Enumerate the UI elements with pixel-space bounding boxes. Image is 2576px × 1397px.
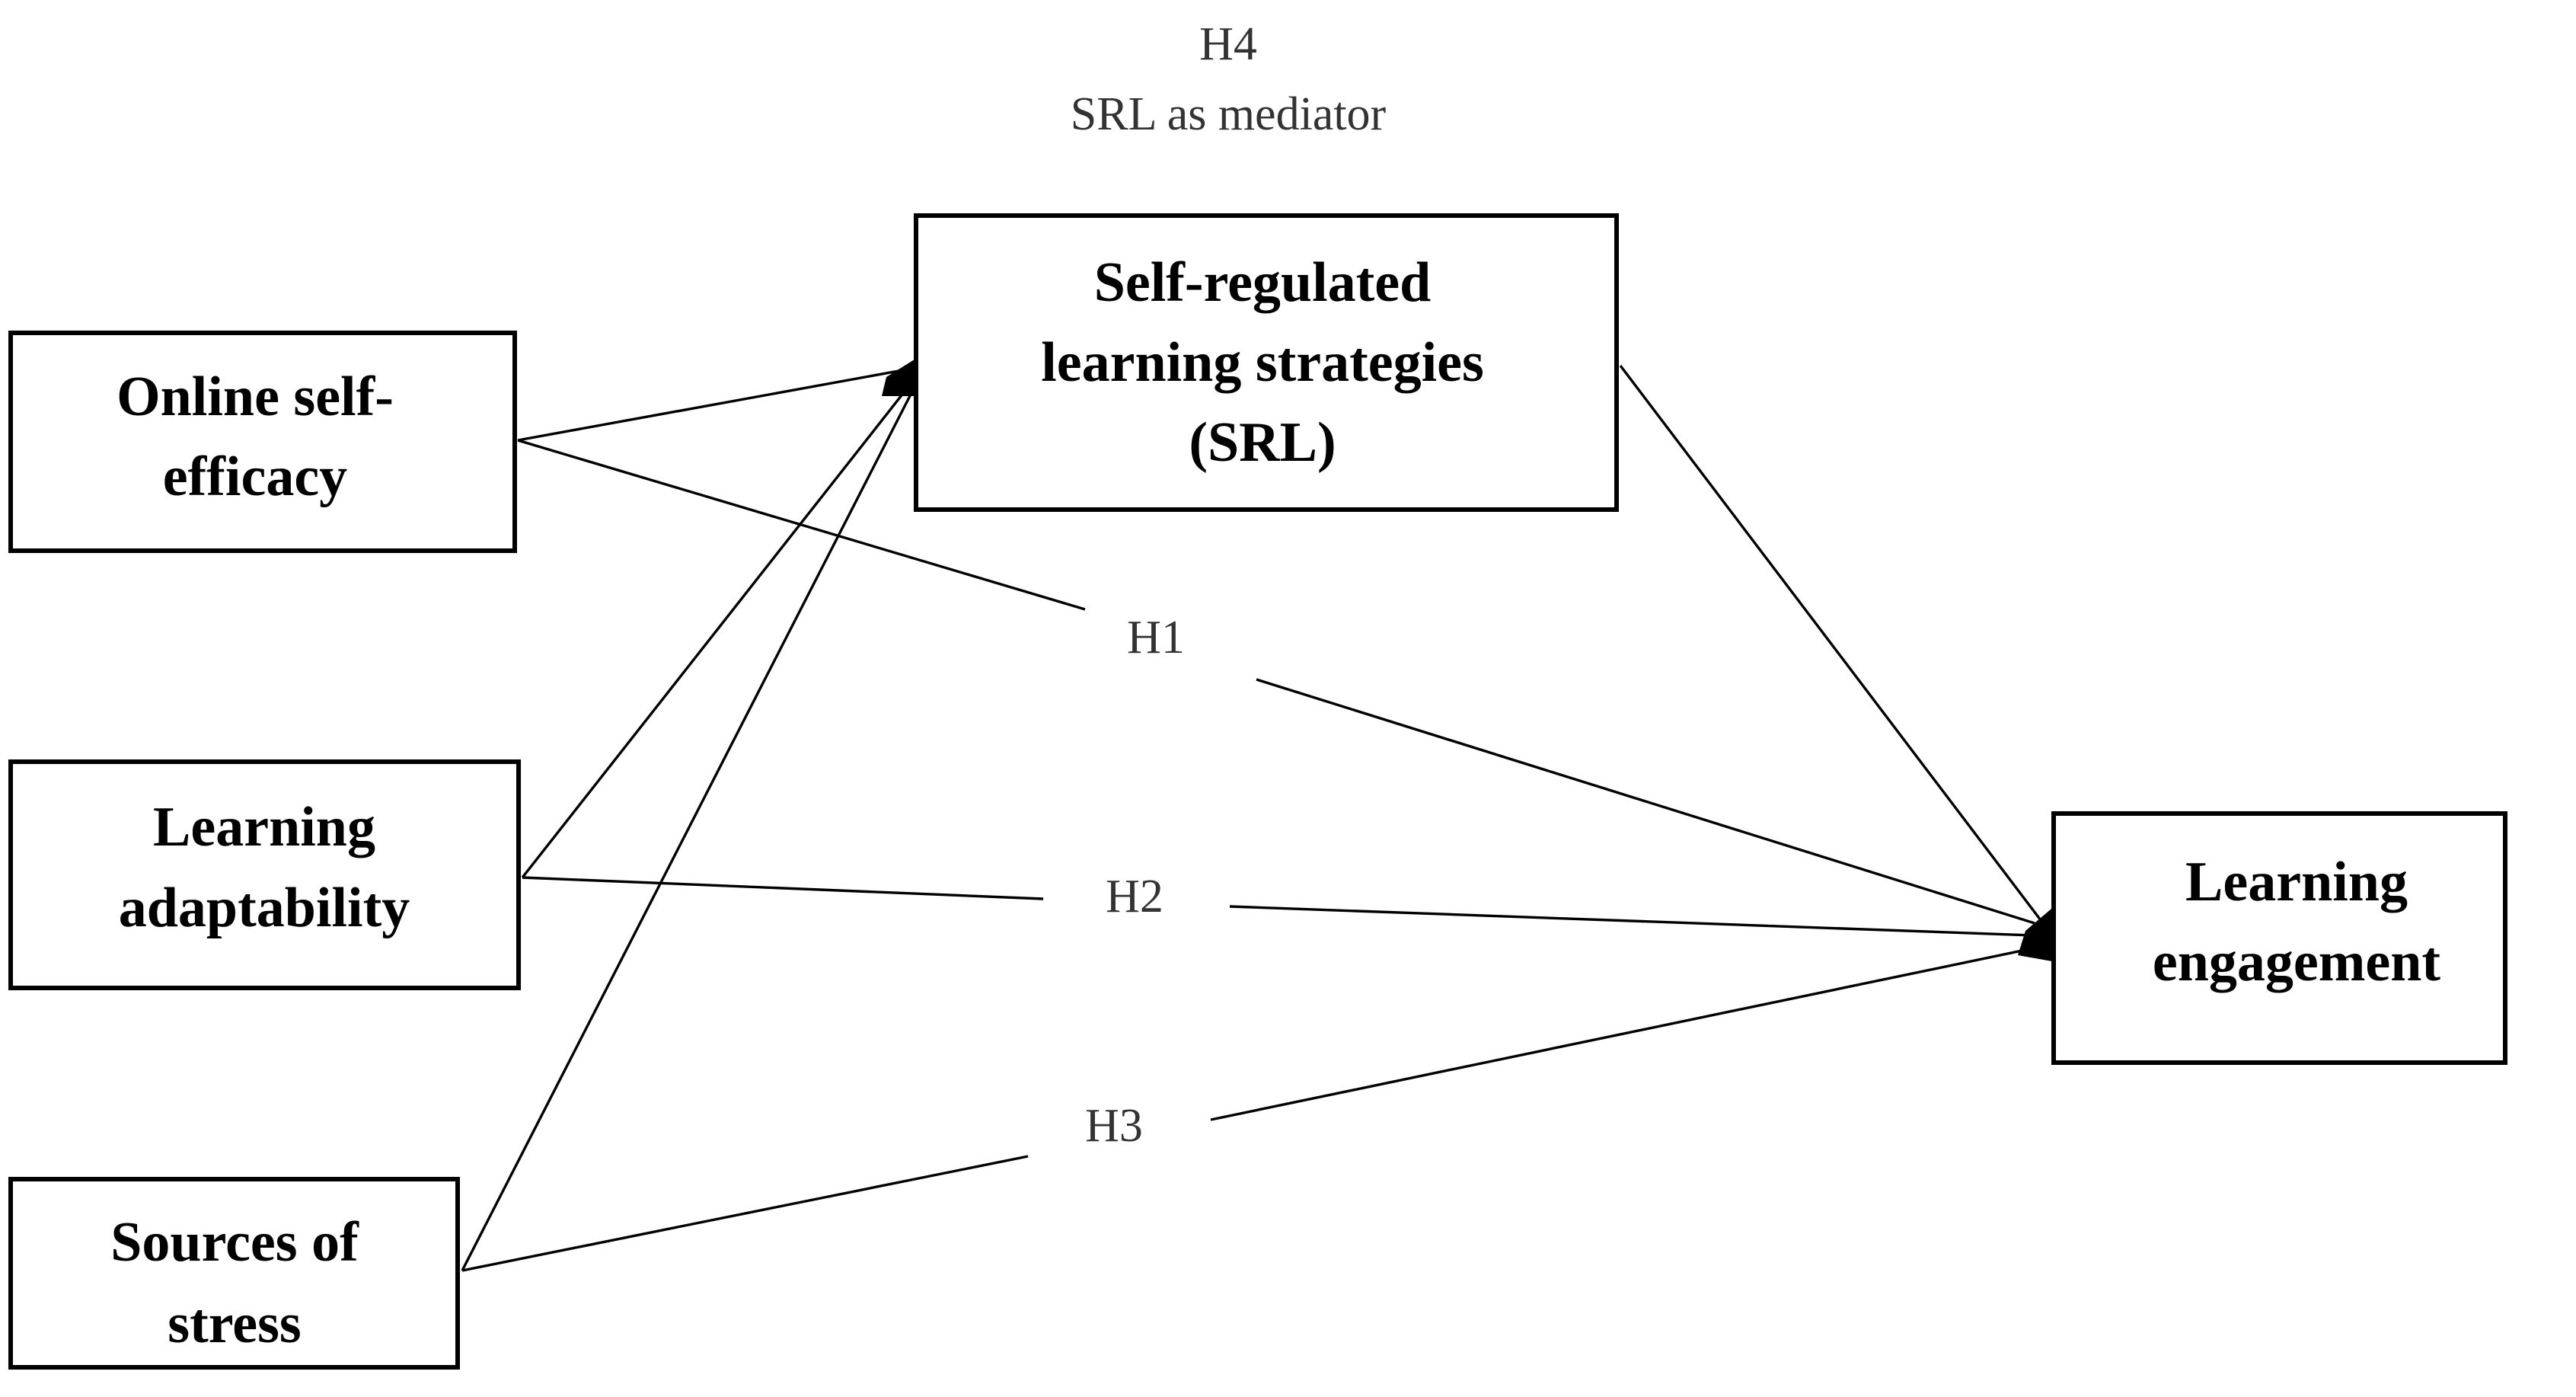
connector-h3-segment-2	[1210, 947, 2034, 1121]
learning-engagement-box	[2051, 811, 2507, 1065]
sources-of-stress-label-line-2: stress	[168, 1293, 301, 1355]
learning-adaptability-label-line-2: adaptability	[119, 877, 410, 939]
h4-caption: SRL as mediator	[1071, 88, 1387, 140]
learning-engagement-label-line-2: engagement	[2153, 931, 2440, 993]
online-self-efficacy-label-line-1: Online self-	[117, 366, 394, 428]
srl-label-line-1: Self-regulated	[1094, 251, 1432, 314]
connector-h3-segment-1	[461, 1155, 1029, 1272]
h2-label: H2	[1106, 871, 1164, 922]
h1-label: H1	[1127, 612, 1185, 663]
online-self-efficacy-label-line-2: efficacy	[163, 446, 347, 508]
arrowhead-into-engagement	[2018, 905, 2060, 963]
srl-label-line-2: learning strategies	[1041, 331, 1484, 394]
h4-label: H4	[1199, 18, 1257, 70]
learning-adaptability-box	[8, 759, 521, 990]
connector-h1-segment-1	[517, 439, 1086, 611]
connectors	[461, 364, 2042, 1272]
connector-h2-segment-1	[522, 876, 1044, 900]
connector-self-efficacy-to-srl	[517, 369, 899, 442]
srl-label-line-3: (SRL)	[1189, 411, 1336, 474]
sources-of-stress-box	[8, 1177, 460, 1370]
h3-label: H3	[1085, 1100, 1143, 1152]
connector-adaptability-to-srl	[521, 383, 911, 879]
sources-of-stress-label-line-1: Sources of	[110, 1211, 359, 1274]
connector-stress-to-srl	[461, 388, 915, 1271]
learning-adaptability-label-line-1: Learning	[153, 796, 375, 858]
srl-box	[914, 213, 1619, 512]
connector-srl-to-engagement	[1619, 364, 2042, 922]
connector-h2-segment-2	[1229, 905, 2034, 937]
learning-engagement-label-line-1: Learning	[2185, 851, 2408, 913]
online-self-efficacy-box	[8, 331, 517, 553]
connector-h1-segment-2	[1256, 678, 2035, 925]
